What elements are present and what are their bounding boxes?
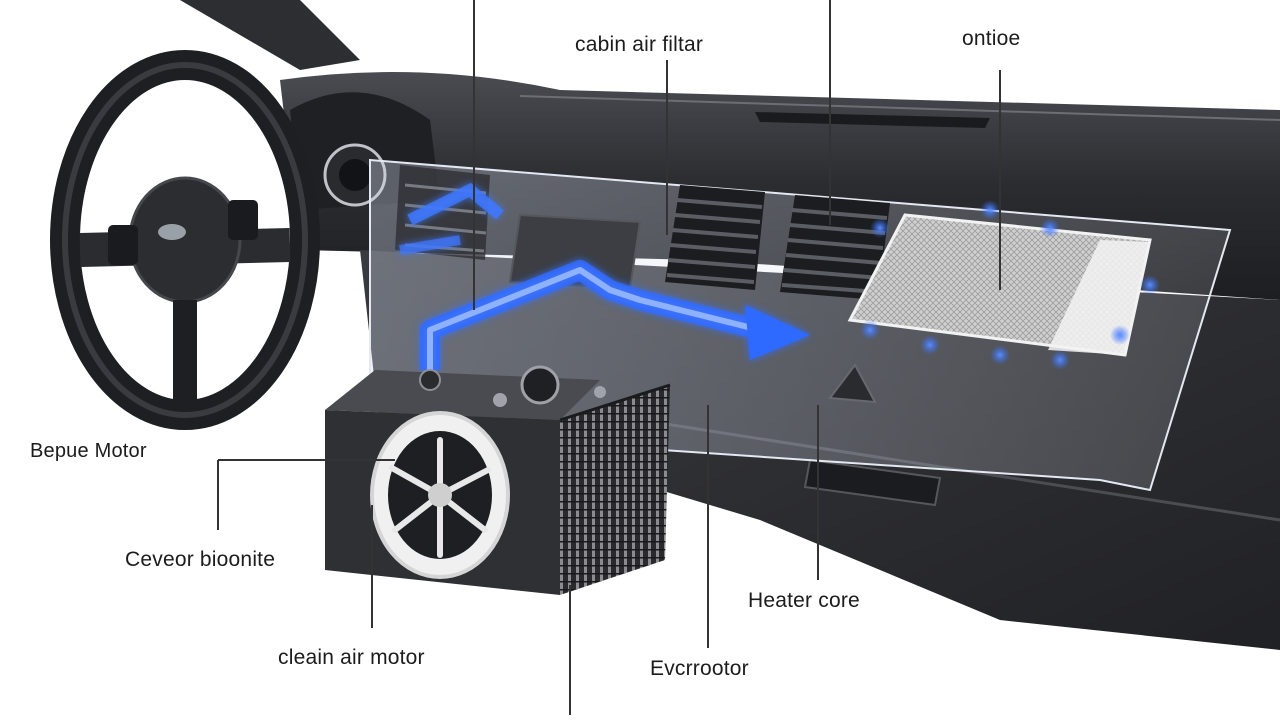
leader-lines [217, 0, 1001, 715]
label-ceveor-bioonite: Ceveor bioonite [125, 548, 276, 571]
center-vent-left [665, 185, 765, 290]
gauge-inner [339, 159, 371, 191]
defrost-vent [755, 112, 990, 128]
airflow-arrows [399, 182, 810, 370]
blower-fan [370, 411, 510, 579]
label-heater-core: Heater core [748, 589, 860, 612]
center-vent-right [780, 195, 890, 300]
windshield-frame [180, 0, 360, 70]
dashboard-top-edge [519, 95, 1280, 121]
label-cabin-air-filter: cabin air filtar [575, 33, 704, 56]
hazard-button [828, 363, 877, 404]
steering-wheel [50, 50, 320, 430]
label-ontioe: ontioe [962, 27, 1021, 50]
label-evaporator: Evcrrootor [650, 657, 749, 680]
label-clean-air-motor: cleain air motor [278, 646, 425, 669]
airflow-glow-dots [860, 200, 1160, 370]
label-blower-motor: Bepue Motor [30, 440, 147, 462]
glovebox-handle [803, 458, 942, 507]
